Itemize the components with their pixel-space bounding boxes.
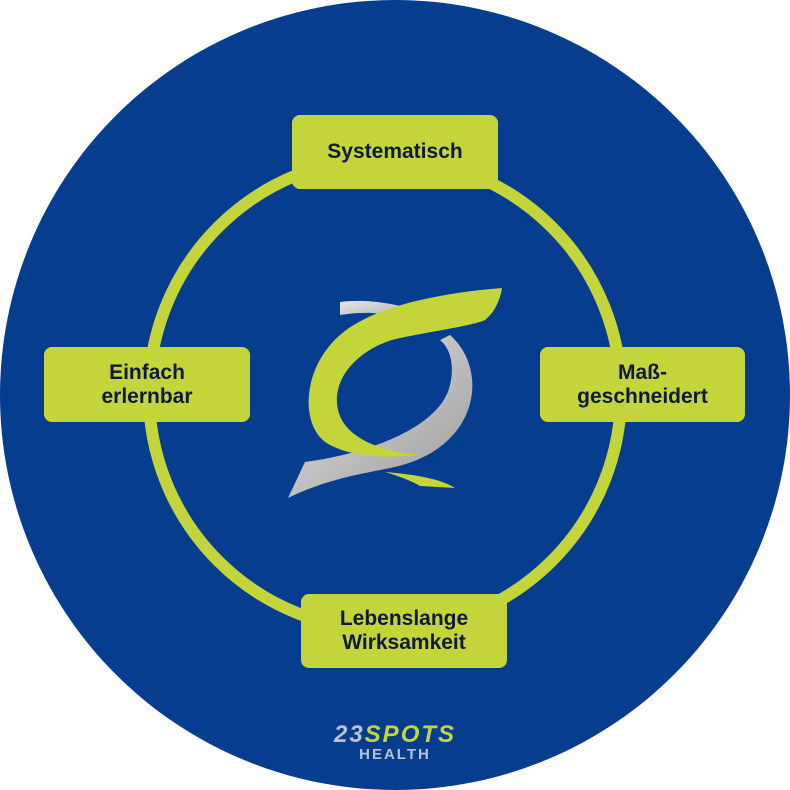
brand-word: SPOTS [364, 721, 457, 748]
node-einfach-erlernbar: Einfach erlernbar [44, 347, 250, 422]
node-systematisch: Systematisch [292, 115, 498, 189]
23spots-swoosh-logo-icon [288, 288, 502, 498]
node-label-line: Einfach [109, 360, 185, 384]
brand-number: 23 [333, 721, 365, 748]
node-label-line: Wirksamkeit [342, 631, 466, 654]
node-lebenslange-wirksamkeit: Lebenslange Wirksamkeit [301, 594, 507, 668]
node-label-line: Maß- [618, 360, 667, 384]
node-massgeschneidert: Maß- geschneidert [540, 347, 745, 422]
node-label-line: erlernbar [101, 384, 193, 408]
brand-subtitle: HEALTH [359, 746, 431, 763]
node-label-line: geschneidert [577, 384, 708, 408]
node-label-line: Lebenslange [339, 607, 469, 630]
node-label-line: Systematisch [327, 140, 463, 163]
brand-logo: 23SPOTS [0, 722, 790, 748]
